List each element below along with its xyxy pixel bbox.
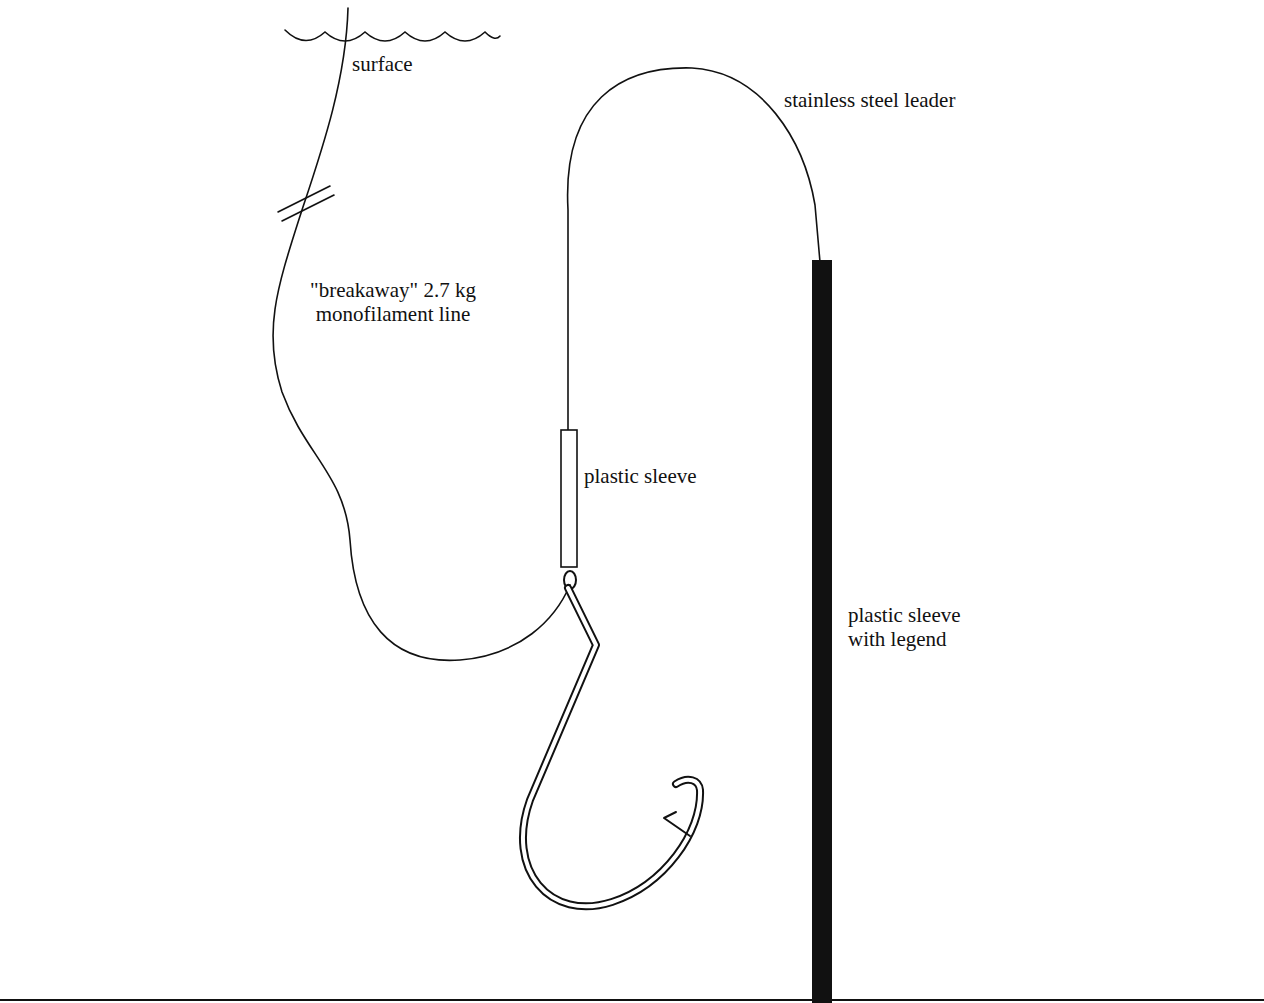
leader-label: stainless steel leader bbox=[782, 88, 957, 112]
sea-floor bbox=[0, 999, 1264, 1001]
break-mark bbox=[282, 195, 334, 221]
water-surface bbox=[285, 30, 500, 41]
steel-leader bbox=[568, 68, 820, 430]
monofilament-line bbox=[273, 8, 570, 660]
legend-sleeve-label: plastic sleeve with legend bbox=[846, 603, 990, 651]
sleeve-label: plastic sleeve bbox=[582, 464, 699, 488]
hook bbox=[523, 571, 700, 906]
line-label: "breakaway" 2.7 kg monofilament line bbox=[284, 278, 502, 326]
small-plastic-sleeve bbox=[561, 430, 577, 567]
break-mark bbox=[278, 186, 330, 212]
surface-label: surface bbox=[350, 52, 415, 76]
legend-sleeve bbox=[812, 260, 832, 1003]
